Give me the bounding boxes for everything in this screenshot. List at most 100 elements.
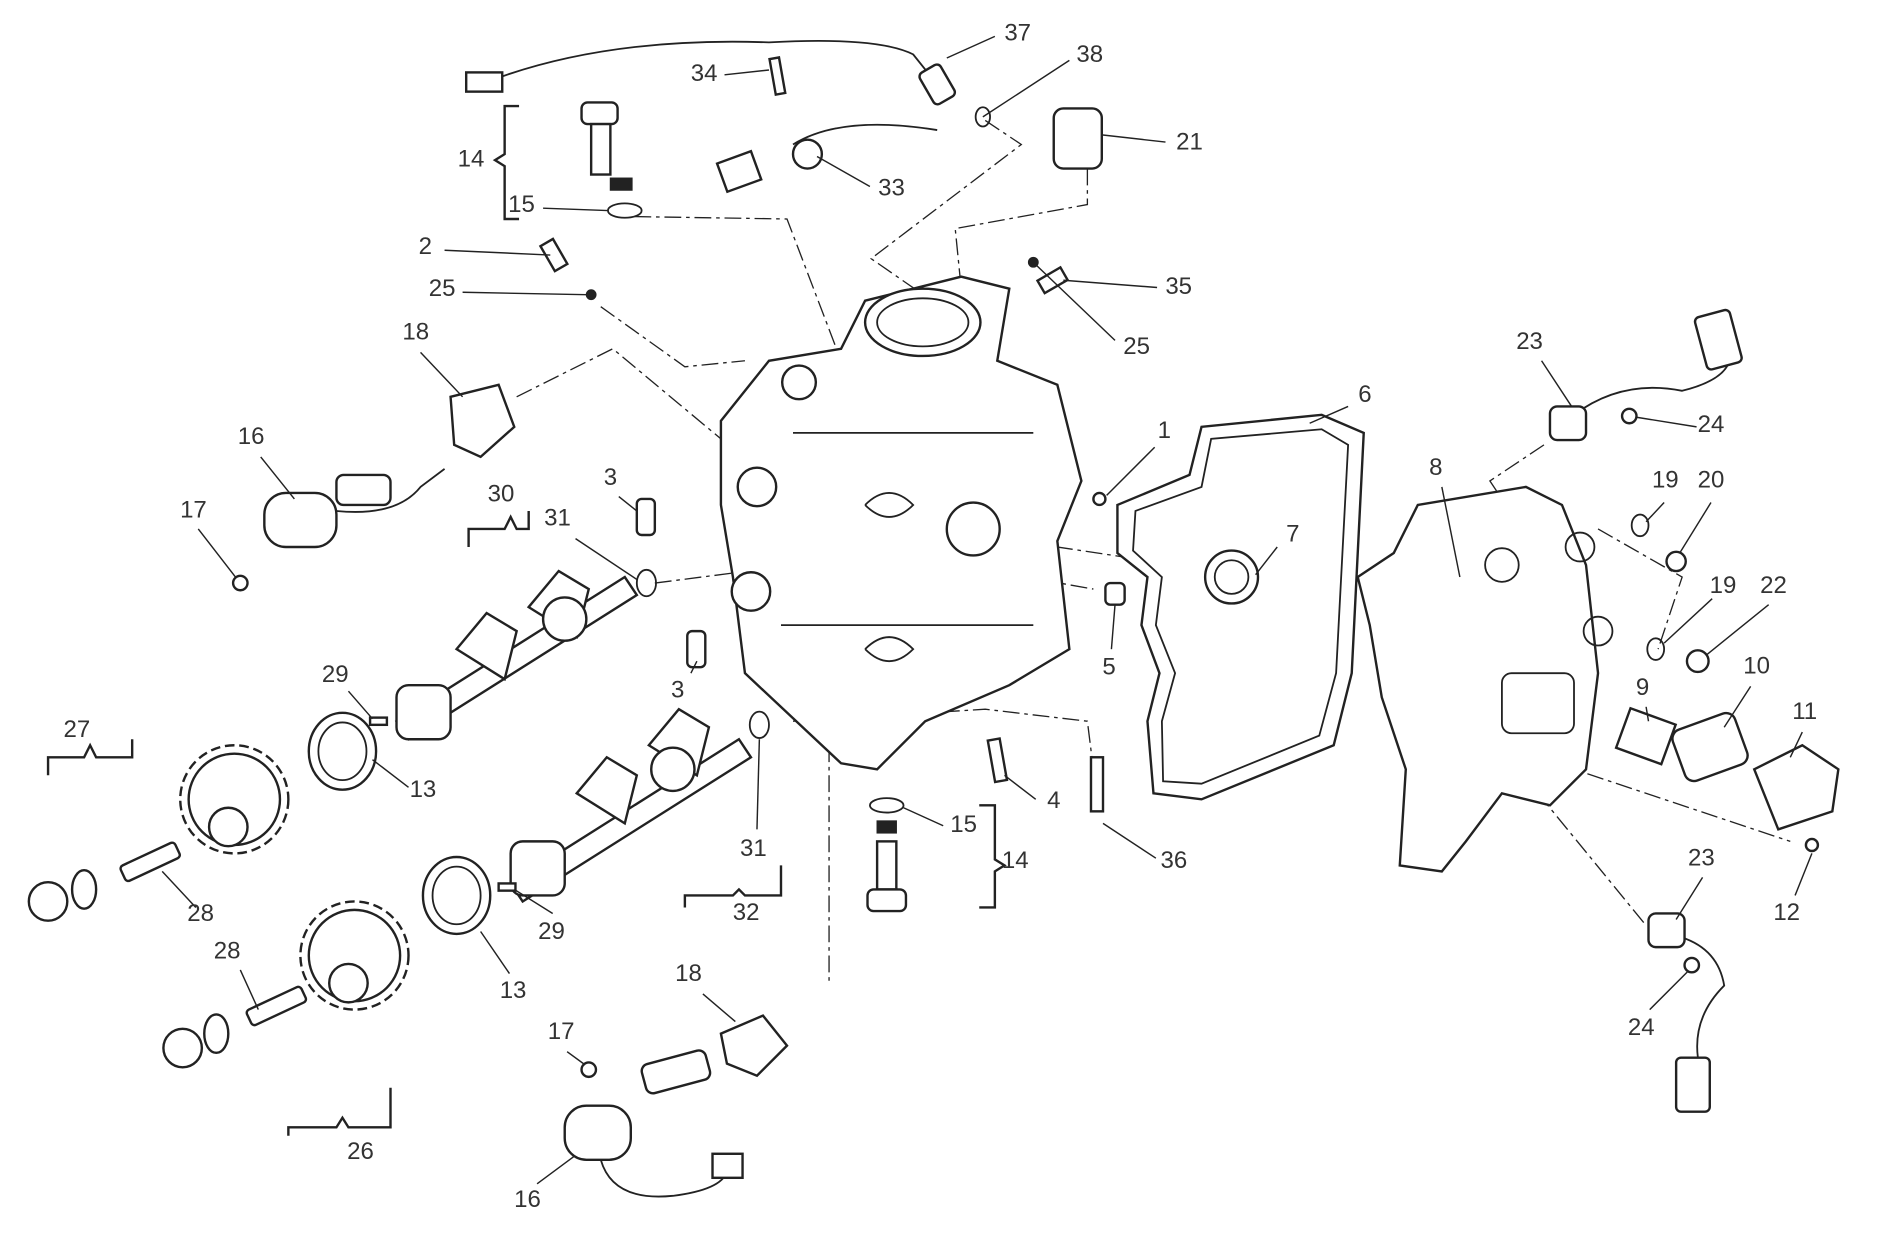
head-detail — [780, 431, 1034, 663]
callout-32: 32 — [733, 899, 760, 926]
leader-line — [1675, 877, 1704, 920]
key-29 — [497, 882, 517, 892]
leader-line — [1723, 685, 1752, 728]
gasket-inner — [1132, 428, 1350, 785]
leader-line — [1645, 502, 1665, 523]
oring-31 — [748, 710, 770, 739]
leader-line — [816, 155, 871, 188]
callout-21: 21 — [1176, 129, 1203, 156]
solenoid-wire — [599, 1159, 728, 1198]
sensor-33 — [791, 138, 824, 170]
bolt-34 — [768, 56, 787, 96]
leader-line — [444, 249, 551, 256]
screw-24 — [1683, 956, 1701, 974]
callout-6: 6 — [1358, 381, 1371, 408]
leader-line — [756, 739, 761, 830]
callout-3: 3 — [604, 464, 617, 491]
valve-14 — [866, 888, 908, 913]
callout-20: 20 — [1698, 466, 1725, 493]
leader-line — [1649, 970, 1689, 1011]
callout-16: 16 — [514, 1186, 541, 1213]
head-port — [736, 466, 778, 508]
seal-7 — [1203, 549, 1260, 605]
callout-12: 12 — [1773, 899, 1800, 926]
filter-9 — [1614, 706, 1678, 766]
leader-line — [513, 888, 554, 915]
connector — [464, 71, 504, 93]
callout-24: 24 — [1698, 411, 1725, 438]
leader-line — [1441, 486, 1461, 578]
screw-24 — [1620, 407, 1638, 425]
gear-26 — [299, 900, 410, 1011]
leader-line — [1063, 279, 1158, 289]
bolt-17 — [580, 1061, 598, 1079]
callout-30: 30 — [488, 481, 515, 508]
leader-line — [1255, 546, 1278, 576]
callout-31: 31 — [544, 505, 571, 532]
leader-line — [1645, 706, 1650, 722]
oring-15 — [607, 202, 643, 219]
leader-line — [946, 35, 996, 59]
callout-19: 19 — [1710, 572, 1737, 599]
gear-27 — [179, 744, 290, 855]
cover-boss — [1564, 531, 1596, 563]
washer — [203, 1013, 230, 1055]
plate — [162, 1027, 204, 1069]
plug-20 — [1665, 550, 1687, 573]
callout-11: 11 — [1792, 698, 1817, 725]
plug-1 — [1092, 491, 1107, 507]
key-29 — [368, 716, 389, 727]
callout-14: 14 — [1002, 847, 1029, 874]
callout-27: 27 — [64, 716, 91, 743]
leader-line — [1636, 416, 1697, 428]
callout-29: 29 — [322, 661, 349, 688]
callout-10: 10 — [1743, 653, 1770, 680]
head-cover — [1356, 485, 1600, 873]
callout-18: 18 — [675, 960, 702, 987]
leader-line — [536, 1155, 575, 1185]
callout-9: 9 — [1636, 674, 1649, 701]
callout-15: 15 — [508, 191, 535, 218]
bolt-28 — [119, 841, 181, 883]
callout-24: 24 — [1628, 1014, 1655, 1041]
callout-1: 1 — [1158, 417, 1171, 444]
seal-13-inner — [317, 721, 368, 782]
valve-14-thread — [875, 840, 898, 891]
callout-28: 28 — [214, 937, 241, 964]
leader-line — [1540, 360, 1573, 407]
stud-4 — [986, 737, 1009, 784]
callout-26: 26 — [347, 1138, 374, 1165]
callout-19: 19 — [1652, 466, 1679, 493]
leader-line — [724, 69, 770, 76]
leader-line — [1035, 264, 1116, 341]
solenoid-16-body — [640, 1049, 712, 1095]
leader-line — [1705, 604, 1770, 656]
bore-inner — [876, 297, 970, 348]
leader-line — [420, 351, 464, 398]
leader-line — [480, 931, 511, 974]
callout-25: 25 — [1123, 333, 1150, 360]
connector — [715, 149, 763, 194]
callout-17: 17 — [180, 496, 207, 523]
leader-line — [1004, 774, 1037, 800]
filter — [609, 177, 633, 191]
screw-12 — [1804, 837, 1820, 853]
cylinder-head — [719, 275, 1083, 771]
sensor-37-wire — [480, 39, 938, 86]
leader-line — [566, 1051, 586, 1066]
head-port — [730, 571, 772, 612]
plate — [27, 881, 69, 922]
seal-13-inner — [431, 865, 482, 926]
washer-19 — [1630, 513, 1650, 538]
leader-line — [690, 660, 698, 674]
oring-15 — [869, 797, 905, 814]
sensor-23 — [1647, 912, 1686, 949]
cover-boss — [1582, 615, 1614, 647]
leader-line — [1309, 405, 1349, 424]
callout-22: 22 — [1760, 572, 1787, 599]
cover-gasket — [1116, 413, 1365, 801]
fitting-2 — [538, 237, 569, 273]
cover-boss — [1484, 547, 1520, 583]
stud-3 — [686, 629, 707, 669]
